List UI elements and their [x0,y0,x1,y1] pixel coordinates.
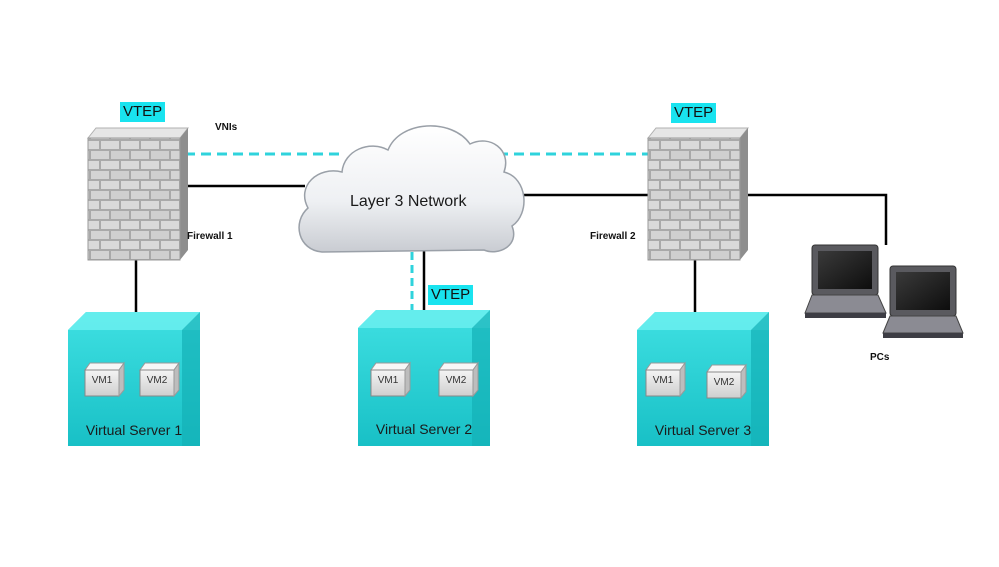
vm-label: VM2 [713,377,735,388]
server-name-2: Virtual Server 2 [375,421,473,437]
firewall-icon [646,127,750,261]
vtep-label-firewall2: VTEP [671,103,717,123]
vm-icon [84,361,125,398]
vm-icon [645,361,686,398]
firewall1-label: Firewall 1 [187,231,233,242]
vm-icon [438,361,479,398]
vtep-label-firewall1: VTEP [120,102,166,122]
pcs-label: PCs [870,352,890,363]
vm-icon [370,361,411,398]
vm-label: VM2 [445,375,467,386]
vnis-label: VNIs [215,122,238,133]
vm-label: VM2 [146,375,168,386]
vm-icon [706,363,747,400]
vm-label: VM1 [377,375,399,386]
vm-label: VM1 [652,375,674,386]
laptop-icon [804,244,887,318]
vtep-label-server2: VTEP [428,285,474,305]
link-fw2-pcs [742,193,888,245]
vm-label: VM1 [91,375,113,386]
server-name-3: Virtual Server 3 [654,422,752,438]
firewall-icon [86,127,190,261]
server-box-2 [358,310,490,446]
laptop-icon [882,265,964,338]
vm-icon [139,361,180,398]
firewall2-label: Firewall 2 [590,231,636,242]
cloud-icon [298,125,525,253]
server-box-3 [637,312,769,446]
server-name-1: Virtual Server 1 [85,422,183,438]
cloud-label: Layer 3 Network [350,193,467,210]
server-box-1 [68,312,200,446]
